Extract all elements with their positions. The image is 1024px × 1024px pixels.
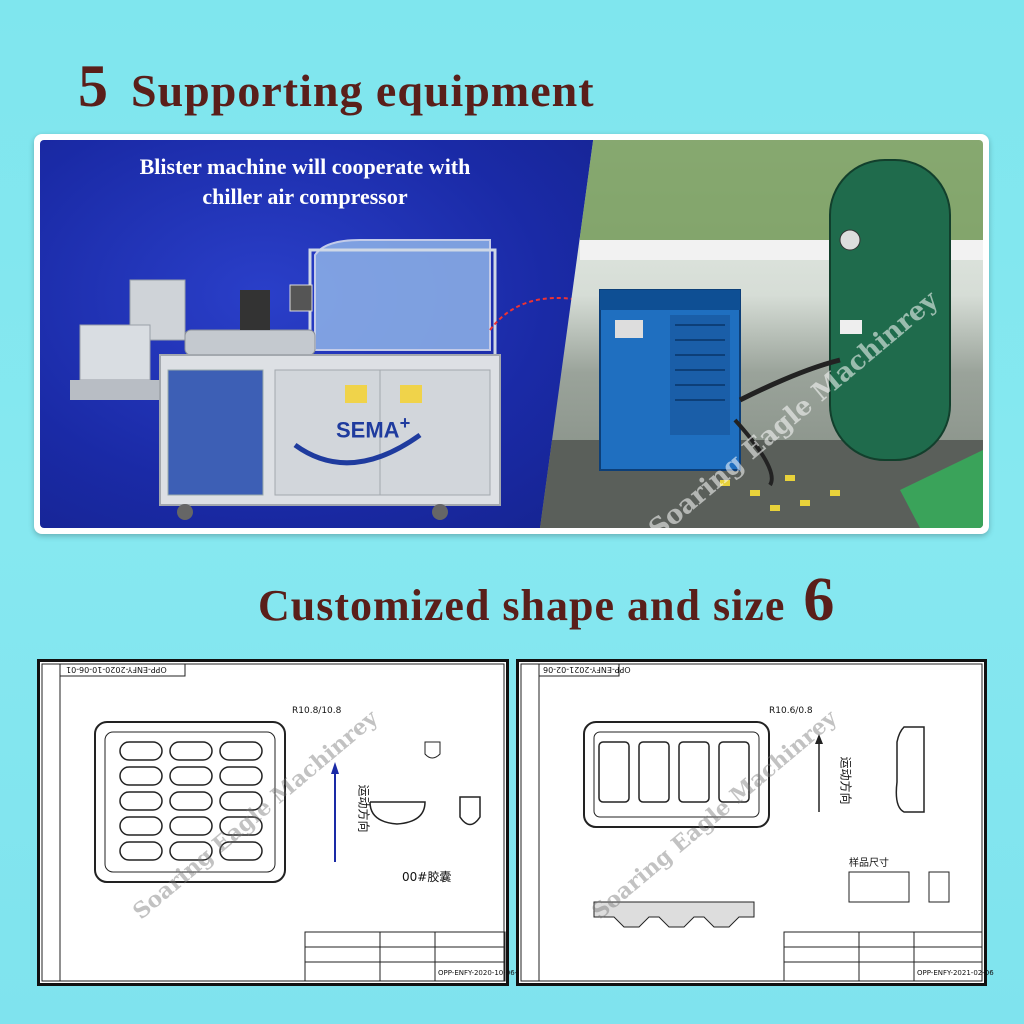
section-5-number: 5 — [78, 53, 109, 119]
right-top-code: OPP-ENFY-2021-02-06 — [543, 665, 631, 674]
left-drawing-code: OPP-ENFY-2020-10-06-01 — [438, 969, 527, 977]
capsule-label: 00#胶囊 — [402, 870, 452, 884]
right-dim-label: R10.6/0.8 — [769, 706, 813, 716]
capsule-tray-drawing — [41, 663, 506, 982]
left-top-code: OPP-ENFY-2020-10-06-01 — [66, 665, 167, 674]
section-6-heading: Customized shape and size 6 — [258, 565, 835, 636]
caption-line-1: Blister machine will cooperate with — [139, 154, 471, 179]
left-dim-label: R10.8/10.8 — [292, 706, 342, 716]
section-6-number: 6 — [803, 566, 836, 634]
right-drawing-code: OPP-ENFY-2021-02-06 — [917, 969, 994, 977]
section-5-heading: 5 Supporting equipment — [78, 52, 595, 121]
blister-machine-image — [70, 239, 580, 520]
sample-size-label: 样品尺寸 — [849, 858, 889, 869]
blister-machine-panel: Blister machine will cooperate with chil… — [40, 140, 600, 528]
sema-logo: SEMA+ — [336, 412, 411, 443]
section-5-title: Supporting equipment — [131, 65, 595, 116]
blister-tray-drawing — [520, 663, 983, 982]
caption-line-2: chiller air compressor — [202, 184, 408, 209]
drawing-capsule-tray: OPP-ENFY-2020-10-06-01 R10.8/10.8 运动方向 0… — [37, 659, 526, 986]
compressor-panel — [540, 140, 983, 528]
section-6-title: Customized shape and size — [258, 581, 786, 630]
left-direction-label: 运动方向 — [356, 784, 371, 833]
equipment-photo: Blister machine will cooperate with chil… — [34, 134, 989, 534]
drawing-blister-tray: OPP-ENFY-2021-02-06 R10.6/0.8 运动方向 样品尺寸 … — [516, 659, 994, 986]
compressor-image — [540, 140, 983, 528]
right-direction-label: 运动方向 — [838, 756, 853, 805]
photo-caption: Blister machine will cooperate with chil… — [40, 152, 570, 212]
